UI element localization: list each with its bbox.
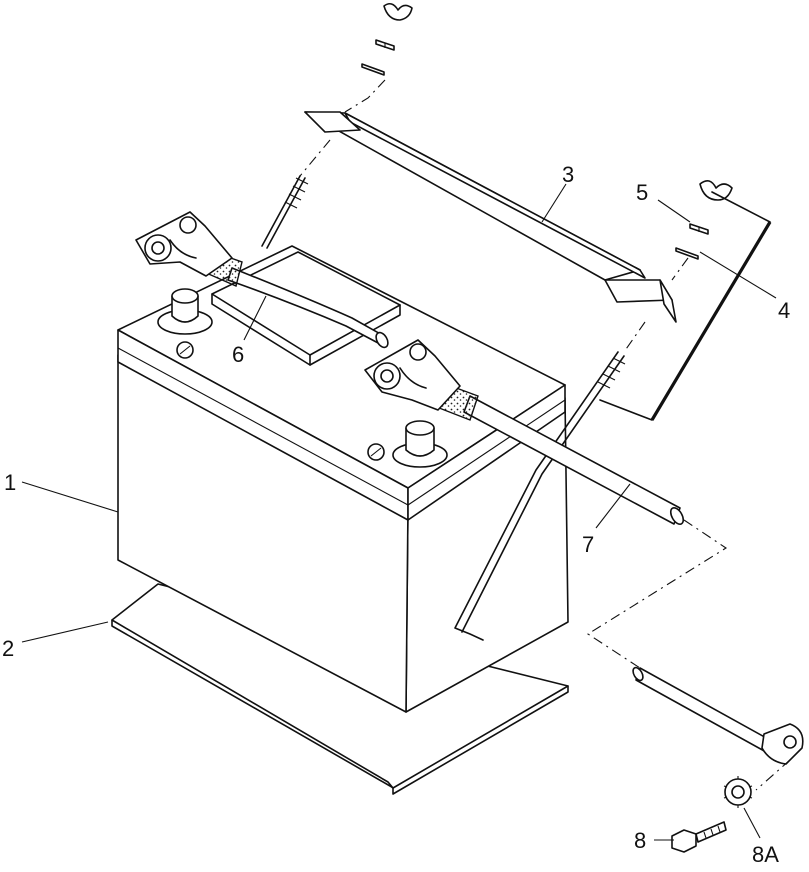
positive-cable <box>135 211 389 349</box>
callout-label-1: 1 <box>4 470 16 495</box>
callout-3: 3 <box>541 162 574 223</box>
lock-washer-right <box>689 223 709 235</box>
callout-2: 2 <box>2 621 109 661</box>
hold-down-rod-left <box>261 175 309 249</box>
star-washer <box>723 776 753 808</box>
washer-top <box>361 63 385 76</box>
battery-pad <box>111 583 569 795</box>
ground-cable <box>632 666 804 765</box>
callout-label-7: 7 <box>582 532 594 557</box>
callout-label-6: 6 <box>232 342 244 367</box>
callout-label-8: 8 <box>634 828 646 853</box>
wing-nut-top <box>383 2 413 21</box>
lock-washer-top <box>375 39 395 51</box>
callout-4: 4 <box>699 251 790 323</box>
callout-1: 1 <box>4 470 119 513</box>
callout-label-8a: 8A <box>752 842 779 867</box>
callout-label-3: 3 <box>562 162 574 187</box>
hold-down-rod-right <box>454 351 626 641</box>
negative-cable <box>364 339 685 525</box>
callout-8a: 8A <box>743 807 779 867</box>
callout-label-2: 2 <box>2 636 14 661</box>
callout-label-5: 5 <box>636 180 648 205</box>
hold-down-bar <box>304 111 677 323</box>
callout-6: 6 <box>232 295 267 367</box>
callout-5: 5 <box>636 180 691 223</box>
washer-right <box>675 247 699 260</box>
hex-bolt <box>671 821 727 853</box>
wing-nut-right <box>699 180 733 201</box>
callout-7: 7 <box>582 483 631 557</box>
callout-label-4: 4 <box>778 298 790 323</box>
callout-8: 8 <box>634 828 674 853</box>
